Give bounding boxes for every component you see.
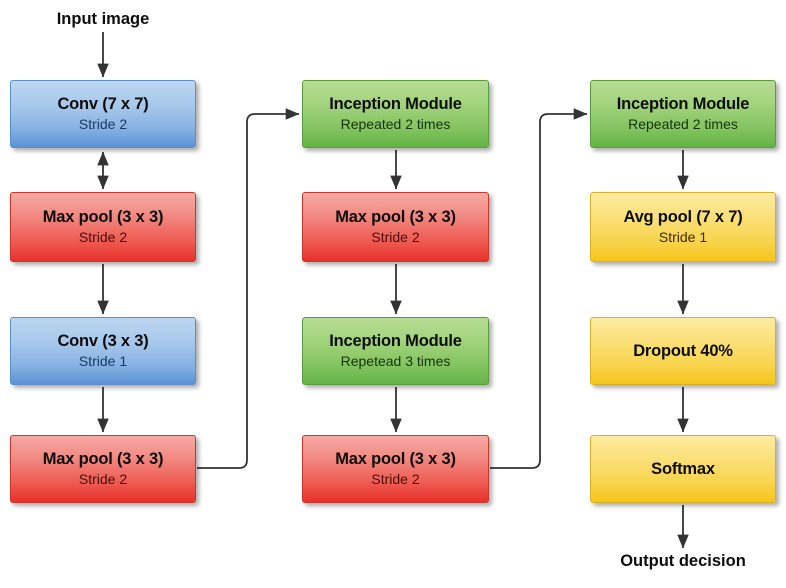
node-conv-3x3[interactable]: Conv (3 x 3) Stride 1	[10, 317, 196, 385]
node-inception-2[interactable]: Inception Module Repetead 3 times	[302, 317, 489, 385]
node-title: Inception Module	[329, 331, 462, 350]
node-title: Softmax	[651, 459, 715, 478]
node-subtitle: Repeated 2 times	[628, 116, 738, 133]
node-inception-3[interactable]: Inception Module Repeated 2 times	[590, 80, 776, 148]
node-title: Inception Module	[616, 94, 750, 113]
node-subtitle: Stride 1	[78, 353, 128, 370]
node-title: Avg pool (7 x 7)	[623, 207, 743, 226]
node-title: Max pool (3 x 3)	[42, 207, 164, 226]
connector-maxpool4-to-inception3	[490, 108, 588, 469]
node-title: Dropout 40%	[633, 341, 733, 360]
node-subtitle: Repeated 2 times	[340, 116, 451, 133]
node-subtitle: Repetead 3 times	[340, 353, 451, 370]
node-title: Conv (3 x 3)	[57, 331, 149, 350]
node-softmax[interactable]: Softmax	[590, 435, 776, 503]
node-subtitle: Stride 1	[658, 229, 708, 246]
node-max-pool-1[interactable]: Max pool (3 x 3) Stride 2	[10, 192, 196, 262]
node-max-pool-2[interactable]: Max pool (3 x 3) Stride 2	[10, 435, 196, 503]
node-subtitle: Stride 2	[78, 471, 128, 488]
node-subtitle: Stride 2	[371, 229, 420, 246]
node-subtitle: Stride 2	[78, 229, 128, 246]
node-subtitle: Stride 2	[78, 116, 128, 133]
node-dropout[interactable]: Dropout 40%	[590, 317, 776, 385]
output-decision-caption: Output decision	[620, 552, 746, 570]
node-subtitle: Stride 2	[371, 471, 420, 488]
node-avg-pool[interactable]: Avg pool (7 x 7) Stride 1	[590, 192, 776, 262]
node-max-pool-4[interactable]: Max pool (3 x 3) Stride 2	[302, 435, 489, 503]
connector-maxpool2-to-inception1	[197, 108, 300, 469]
node-title: Inception Module	[329, 94, 462, 113]
input-image-caption: Input image	[56, 10, 150, 28]
node-max-pool-3[interactable]: Max pool (3 x 3) Stride 2	[302, 192, 489, 262]
node-title: Conv (7 x 7)	[57, 94, 149, 113]
node-title: Max pool (3 x 3)	[335, 449, 456, 468]
node-title: Max pool (3 x 3)	[335, 207, 456, 226]
node-title: Max pool (3 x 3)	[42, 449, 164, 468]
node-inception-1[interactable]: Inception Module Repeated 2 times	[302, 80, 489, 148]
node-conv-7x7[interactable]: Conv (7 x 7) Stride 2	[10, 80, 196, 148]
